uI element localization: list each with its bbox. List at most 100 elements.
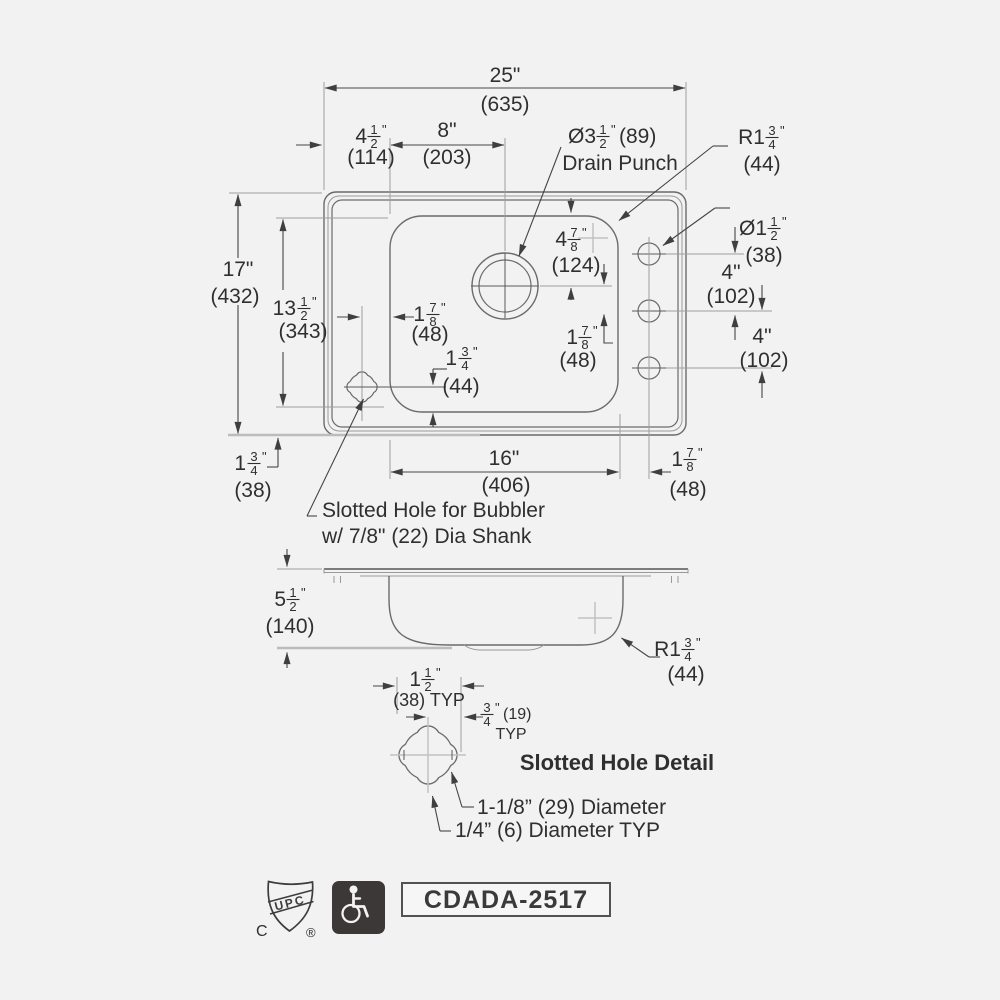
svg-text:17": 17" bbox=[223, 258, 254, 281]
svg-text:R1: R1 bbox=[654, 638, 681, 661]
dim-bubbler-y: 1 3 4 " (44) bbox=[442, 344, 479, 398]
svg-text:2: 2 bbox=[289, 599, 296, 614]
dim-slot-half-width: 3 4 " (19) TYP bbox=[480, 700, 531, 743]
svg-text:": " bbox=[780, 123, 785, 138]
svg-text:1: 1 bbox=[770, 214, 777, 229]
dim-overall-width: 25" (635) bbox=[480, 64, 529, 116]
drain-punch-label: Ø3 1 2 " (89) Drain Punch bbox=[562, 122, 678, 175]
note-slot-large-dia: 1-1/8” (29) Diameter bbox=[477, 796, 666, 819]
svg-text:4: 4 bbox=[684, 649, 691, 664]
side-bowl-profile bbox=[388, 576, 624, 646]
svg-text:4: 4 bbox=[555, 228, 567, 251]
side-outline bbox=[323, 568, 689, 651]
svg-text:3: 3 bbox=[250, 449, 257, 464]
svg-text:": " bbox=[582, 225, 587, 240]
svg-text:7: 7 bbox=[570, 225, 577, 240]
dim-drain-y: 4 7 8 " (124) bbox=[551, 225, 600, 277]
svg-text:2: 2 bbox=[424, 679, 431, 694]
dim-bubbler-to-bowl: 1 7 8 " (48) bbox=[411, 300, 448, 346]
svg-text:1: 1 bbox=[599, 122, 606, 137]
svg-text:8: 8 bbox=[581, 337, 588, 352]
dim-bowl-width: 16" (406) bbox=[481, 447, 530, 497]
svg-text:": " bbox=[473, 344, 478, 359]
dim-bowl-depth: 13 1 2 " (343) bbox=[273, 294, 328, 343]
svg-text:Ø3: Ø3 bbox=[568, 125, 596, 148]
svg-text:5: 5 bbox=[274, 588, 286, 611]
dim-bowl-depth-side: 5 1 2 " (140) bbox=[265, 585, 314, 638]
slotted-hole-detail: 1 1 2 " (38) TYP 3 4 " (19) TYP Slotted … bbox=[373, 665, 714, 842]
svg-text:8": 8" bbox=[437, 119, 456, 142]
svg-text:4: 4 bbox=[355, 125, 367, 148]
svg-text:(114): (114) bbox=[347, 146, 394, 169]
svg-text:(38): (38) bbox=[745, 244, 782, 267]
svg-text:": " bbox=[436, 665, 441, 680]
ada-accessible-icon bbox=[332, 881, 385, 934]
svg-text:": " bbox=[441, 300, 446, 315]
dim-mm: (635) bbox=[480, 93, 529, 116]
svg-text:(343): (343) bbox=[278, 320, 327, 343]
svg-text:": " bbox=[782, 214, 787, 229]
corner-radius-label: R1 3 4 " (44) bbox=[738, 123, 785, 176]
side-corner-radius-label: R1 3 4 " (44) bbox=[654, 635, 705, 686]
svg-text:(38): (38) bbox=[234, 479, 271, 502]
svg-text:TYP: TYP bbox=[495, 726, 526, 743]
svg-text:1: 1 bbox=[424, 665, 431, 680]
svg-text:(19): (19) bbox=[503, 706, 531, 723]
detail-title: Slotted Hole Detail bbox=[520, 750, 714, 775]
svg-text:(406): (406) bbox=[481, 474, 530, 497]
side-reference-cross-icon bbox=[578, 602, 612, 634]
svg-text:16": 16" bbox=[489, 447, 520, 470]
svg-text:1: 1 bbox=[671, 448, 683, 471]
svg-text:(203): (203) bbox=[422, 146, 471, 169]
svg-text:(44): (44) bbox=[667, 663, 704, 686]
svg-text:(44): (44) bbox=[442, 375, 479, 398]
svg-text:": " bbox=[698, 445, 703, 460]
detail-dimension-lines bbox=[373, 677, 484, 832]
svg-text:7: 7 bbox=[581, 323, 588, 338]
svg-text:(432): (432) bbox=[210, 285, 259, 308]
faucet-hole-dia-label: Ø1 1 2 " (38) bbox=[739, 214, 787, 267]
svg-text:": " bbox=[593, 323, 598, 338]
registered-mark: ® bbox=[306, 925, 316, 940]
svg-text:(124): (124) bbox=[551, 254, 600, 277]
slot-crosshair-icon bbox=[390, 717, 466, 793]
deck-reference-cross-icon bbox=[578, 223, 608, 253]
dim-label: 25" bbox=[490, 64, 521, 87]
extension-lines bbox=[228, 82, 772, 479]
svg-text:2: 2 bbox=[770, 228, 777, 243]
svg-text:Drain Punch: Drain Punch bbox=[562, 152, 678, 175]
dim-hole-spacing-1: 4" (102) bbox=[706, 261, 755, 308]
svg-text:1: 1 bbox=[445, 347, 457, 370]
svg-text:Ø1: Ø1 bbox=[739, 217, 767, 240]
svg-text:1: 1 bbox=[370, 122, 377, 137]
dim-slot-width: 1 1 2 " (38) TYP bbox=[393, 665, 465, 710]
svg-text:w/ 7/8" (22) Dia Shank: w/ 7/8" (22) Dia Shank bbox=[321, 525, 532, 548]
svg-text:": " bbox=[611, 122, 616, 137]
note-slot-small-dia: 1/4” (6) Diameter TYP bbox=[455, 819, 660, 842]
svg-text:4": 4" bbox=[721, 261, 740, 284]
model-number: CDADA-2517 bbox=[424, 886, 588, 914]
svg-text:1: 1 bbox=[566, 326, 578, 349]
side-view: 5 1 2 " (140) R1 3 4 " (44) bbox=[265, 549, 705, 686]
svg-text:(140): (140) bbox=[265, 615, 314, 638]
side-dimension-lines bbox=[277, 549, 660, 668]
svg-text:8: 8 bbox=[429, 314, 436, 329]
svg-text:": " bbox=[696, 635, 701, 650]
svg-text:3: 3 bbox=[461, 344, 468, 359]
svg-text:1: 1 bbox=[409, 668, 421, 691]
svg-text:4: 4 bbox=[461, 358, 468, 373]
svg-text:2: 2 bbox=[599, 136, 606, 151]
svg-text:(102): (102) bbox=[706, 285, 755, 308]
svg-text:3: 3 bbox=[684, 635, 691, 650]
svg-text:": " bbox=[301, 585, 306, 600]
svg-text:(44): (44) bbox=[743, 153, 780, 176]
svg-text:4: 4 bbox=[768, 137, 775, 152]
drain-hole bbox=[471, 252, 539, 320]
dim-bowl-to-faucet: 1 7 8 " (48) bbox=[669, 445, 706, 501]
model-badge: CDADA-2517 bbox=[401, 882, 611, 917]
svg-text:4": 4" bbox=[752, 325, 771, 348]
svg-text:4: 4 bbox=[483, 714, 490, 729]
svg-text:(102): (102) bbox=[739, 349, 788, 372]
dim-hole-spacing-2: 4" (102) bbox=[739, 325, 788, 372]
